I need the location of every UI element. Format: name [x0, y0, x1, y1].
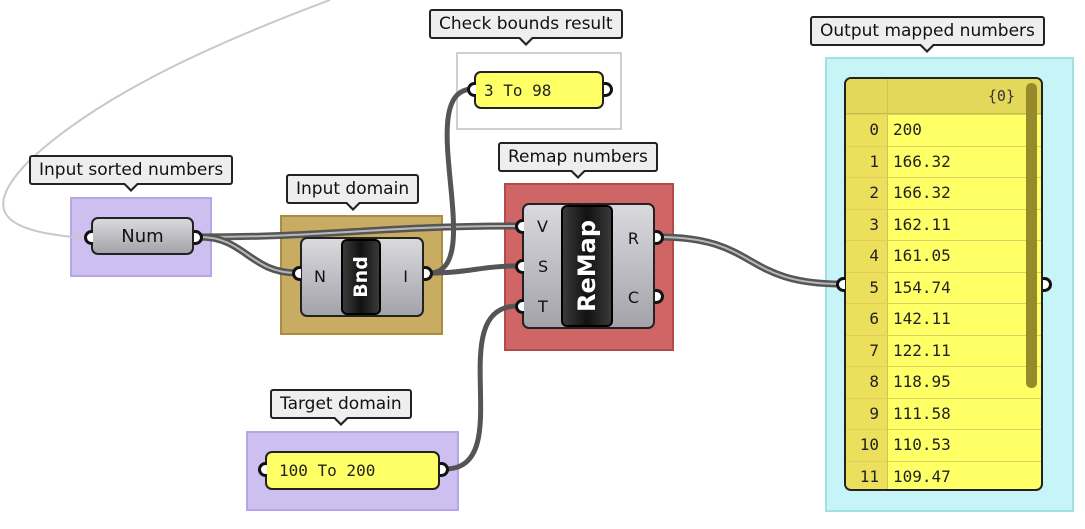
check-bounds-panel[interactable]: 3 To 98 [474, 71, 604, 109]
remap-output-c[interactable]: C [627, 288, 639, 307]
remap-input-s[interactable]: S [538, 257, 549, 276]
list-item-value: 200 [893, 120, 922, 139]
list-item-index: 6 [869, 309, 879, 328]
list-item: 10 110.53 [846, 429, 1041, 461]
list-item-index: 2 [869, 183, 879, 202]
list-item: 1 166.32 [846, 145, 1041, 178]
output-list-path: {0} [987, 87, 1015, 105]
target-domain-panel[interactable]: 100 To 200 [265, 451, 440, 490]
output-list-index-column [846, 114, 887, 489]
list-item-index: 3 [869, 214, 879, 234]
list-item-index: 8 [869, 372, 879, 391]
bnd-output-i[interactable]: I [403, 267, 408, 286]
check-bounds-output-jack[interactable] [604, 82, 613, 97]
list-item: 9 111.58 [846, 397, 1041, 430]
list-item: 6 142.11 [846, 303, 1041, 335]
num-input-jack[interactable] [84, 230, 93, 245]
input-sorted-label: Input sorted numbers [29, 155, 234, 192]
list-item-value: 111.58 [893, 403, 951, 423]
list-item: 7 122.11 [846, 334, 1041, 367]
num-component[interactable]: Num [91, 217, 194, 255]
remap-component-name: ReMap [573, 219, 601, 313]
list-item-index: 5 [869, 277, 879, 297]
num-component-name: Num [121, 225, 164, 247]
bnd-component-name: Bnd [350, 256, 372, 298]
list-item-index: 4 [869, 246, 879, 265]
list-item: 8 118.95 [846, 366, 1041, 398]
list-item-value: 162.11 [893, 214, 951, 234]
list-item-index: 1 [869, 151, 879, 171]
list-item: 4 161.05 [846, 240, 1041, 272]
remap-label: Remap numbers [498, 142, 658, 179]
remap-v-jack[interactable] [515, 219, 524, 234]
list-item-index: 0 [869, 120, 879, 139]
list-item-index: 10 [859, 435, 879, 454]
output-input-jack[interactable] [836, 277, 845, 292]
output-list-header: {0} [846, 79, 1041, 114]
list-item-index: 11 [859, 466, 879, 486]
list-item-value: 161.05 [893, 246, 951, 265]
target-domain-label: Target domain [270, 389, 412, 426]
bnd-component[interactable]: N Bnd I [300, 237, 424, 317]
target-domain-input-jack[interactable] [258, 462, 267, 477]
list-item: 2 166.32 [846, 177, 1041, 209]
list-item-value: 110.53 [893, 435, 951, 454]
remap-c-jack[interactable] [655, 289, 664, 304]
input-domain-label: Input domain [286, 174, 420, 211]
bnd-n-jack[interactable] [292, 266, 301, 281]
list-item: 0 200 [846, 114, 1041, 146]
list-item-value: 154.74 [893, 277, 951, 297]
remap-input-v[interactable]: V [537, 217, 548, 236]
remap-core: ReMap [561, 205, 613, 327]
list-item-index: 7 [869, 340, 879, 360]
list-item-value: 166.32 [893, 151, 951, 171]
check-bounds-value: 3 To 98 [484, 80, 552, 100]
list-item-value: 142.11 [893, 309, 951, 328]
output-list-panel[interactable]: {0} 0 200 1 166.32 2 166.32 3 162.11 4 161.05 5 154… [844, 77, 1043, 491]
remap-output-r[interactable]: R [627, 229, 639, 248]
bnd-core: Bnd [341, 239, 381, 315]
wire-remap-to-output [654, 233, 846, 288]
list-item-value: 118.95 [893, 372, 951, 391]
list-item: 5 154.74 [846, 271, 1041, 304]
output-list-scrollbar[interactable] [1026, 83, 1037, 388]
list-item-value: 122.11 [893, 340, 951, 360]
remap-s-jack[interactable] [515, 259, 524, 274]
output-list-separator [887, 79, 888, 489]
list-item-value: 166.32 [893, 183, 951, 202]
list-item-index: 9 [869, 403, 879, 423]
remap-input-t[interactable]: T [538, 297, 548, 316]
bnd-input-n[interactable]: N [314, 267, 326, 286]
output-output-jack[interactable] [1043, 277, 1052, 292]
check-bounds-input-jack[interactable] [467, 82, 476, 97]
check-bounds-label: Check bounds result [429, 9, 623, 46]
list-item-value: 109.47 [893, 466, 951, 486]
list-item: 3 162.11 [846, 208, 1041, 241]
output-label: Output mapped numbers [810, 16, 1045, 53]
remap-t-jack[interactable] [515, 299, 524, 314]
target-domain-value: 100 To 200 [279, 461, 376, 480]
remap-component[interactable]: V S T ReMap R C [522, 203, 655, 329]
list-item: 11 109.47 [846, 460, 1041, 490]
